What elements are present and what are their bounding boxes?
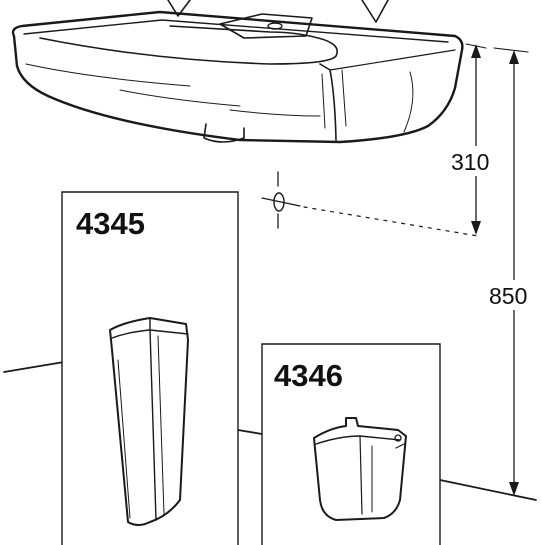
panel-4345-code: 4345 [76, 206, 145, 241]
basin-rim [23, 19, 449, 43]
full-pedestal [109, 317, 189, 526]
waste-outlet [203, 123, 245, 143]
tap-hole [267, 22, 283, 30]
panel-4345: 4345 [61, 191, 239, 545]
tap-cone-right [361, 0, 389, 23]
waste-centre-mark [261, 171, 479, 237]
basin-corner-line [329, 49, 456, 71]
panel-4346-frame [261, 343, 441, 545]
basin-bowl [39, 25, 338, 65]
basin-outline [11, 10, 464, 144]
dimension-lines [465, 43, 529, 496]
washbasin [11, 0, 464, 144]
semi-pedestal [313, 417, 407, 521]
panel-4346: 4346 [261, 343, 441, 545]
tap-platform [219, 13, 313, 39]
basin-front-shading [25, 63, 414, 133]
dimension-label-310: 310 [451, 149, 489, 175]
tap-cone-left [167, 0, 191, 17]
panel-4345-frame [61, 191, 239, 545]
floor-lines [3, 361, 537, 501]
panel-4346-code: 4346 [274, 358, 343, 393]
dimension-label-850: 850 [489, 283, 527, 309]
